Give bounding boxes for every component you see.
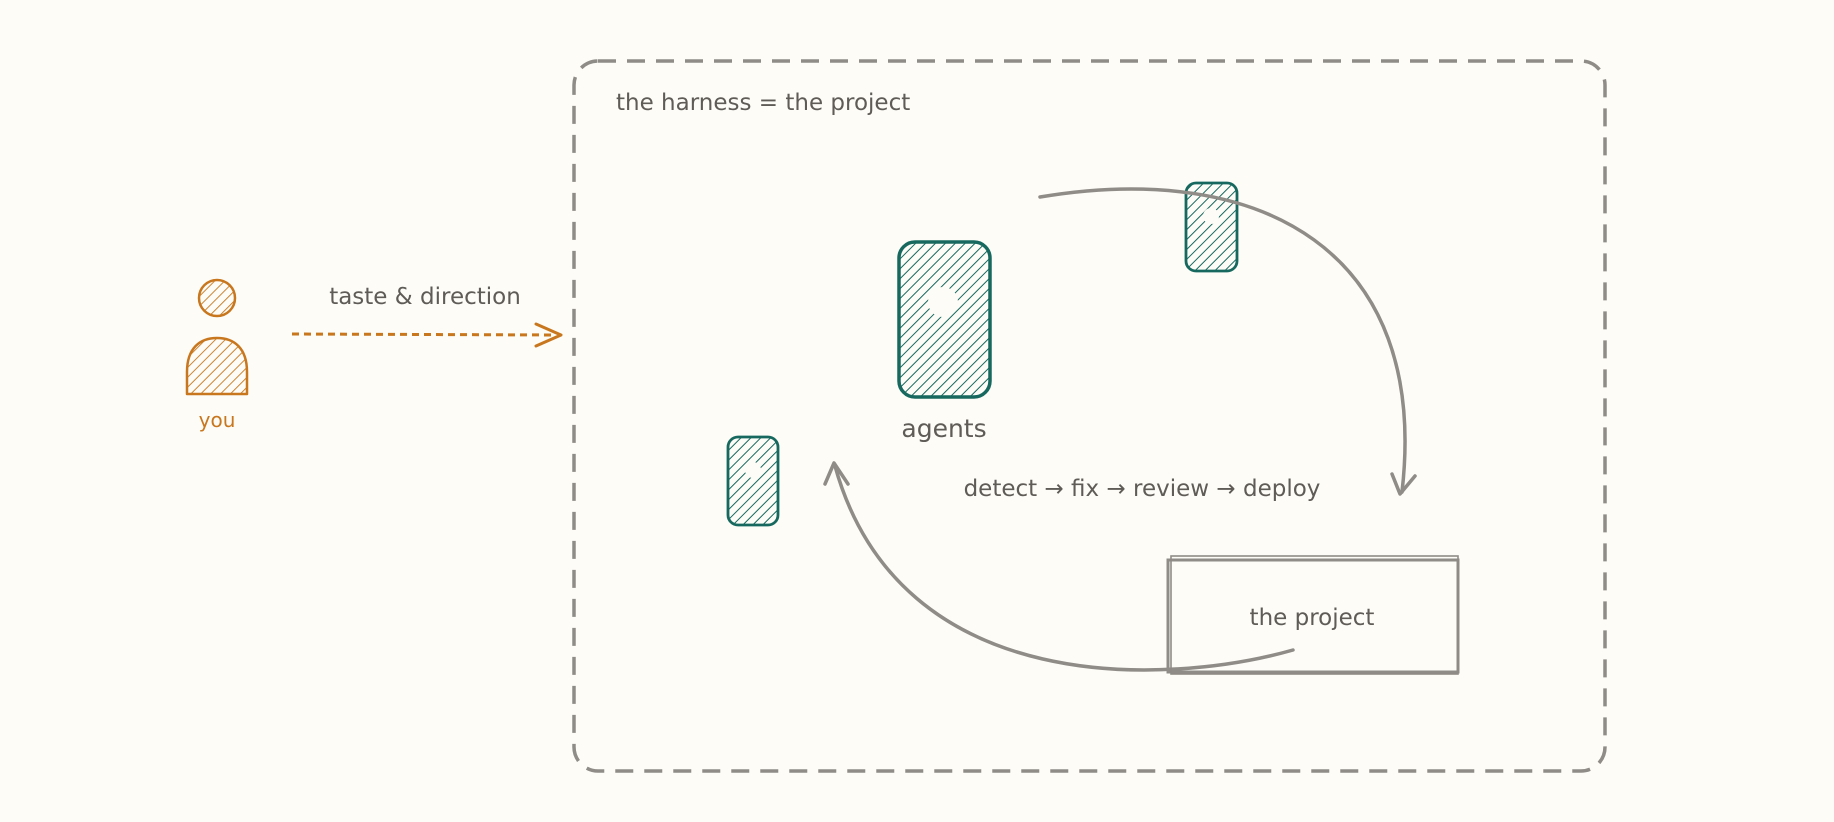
- harness-boundary: [572, 59, 1607, 773]
- agent-card-icon: [1184, 181, 1239, 273]
- loop-arrow-bottom: [823, 461, 1295, 672]
- harness-title: the harness = the project: [616, 90, 910, 116]
- agent-card-icon: [897, 240, 992, 399]
- you-label: you: [199, 408, 236, 432]
- project-label: the project: [1250, 605, 1375, 631]
- agents-label: agents: [901, 414, 986, 443]
- loop-label: detect → fix → review → deploy: [964, 476, 1321, 502]
- person-icon: [185, 278, 249, 396]
- taste-direction-arrow: [291, 322, 563, 348]
- loop-arrow-top: [1038, 187, 1417, 496]
- project-box: [1166, 555, 1460, 675]
- taste-direction-label: taste & direction: [329, 284, 521, 310]
- agent-card-icon: [726, 435, 780, 527]
